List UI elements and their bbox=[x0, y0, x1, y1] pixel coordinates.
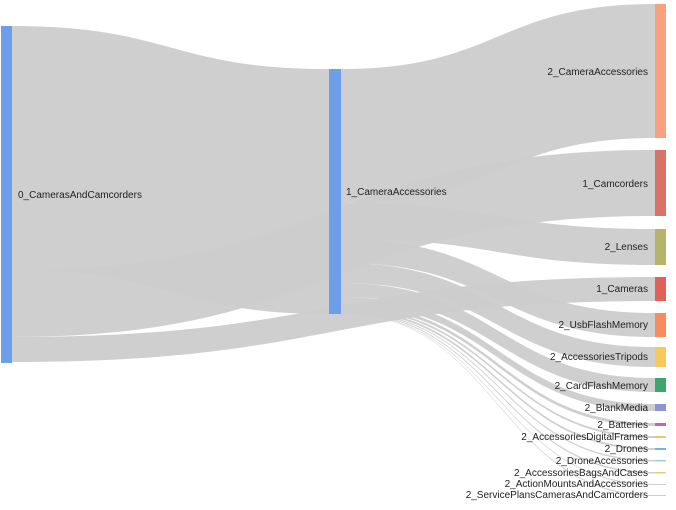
label-drones: 2_Drones bbox=[605, 444, 648, 455]
node-camera-accessories-level2[interactable] bbox=[655, 4, 666, 138]
label-accessories-digital-frames: 2_AccessoriesDigitalFrames bbox=[521, 432, 648, 443]
label-camcorders: 1_Camcorders bbox=[582, 179, 648, 190]
label-action-mounts-and-accessories: 2_ActionMountsAndAccessories bbox=[505, 479, 648, 490]
label-card-flash-memory: 2_CardFlashMemory bbox=[555, 381, 648, 392]
sankey-nodes bbox=[1, 4, 666, 496]
node-usb-flash-memory[interactable] bbox=[655, 313, 666, 337]
sankey-links bbox=[12, 4, 655, 496]
link-camera-accessories-to-usb-flash-memory[interactable] bbox=[341, 239, 655, 337]
label-camera-accessories-level1: 1_CameraAccessories bbox=[346, 187, 447, 198]
node-drone-accessories[interactable] bbox=[655, 460, 666, 462]
link-camera-accessories-to-accessories-digital-frames[interactable] bbox=[341, 307, 655, 438]
link-cameras-and-camcorders-to-cameras[interactable] bbox=[12, 277, 655, 362]
link-camera-accessories-to-action-mounts-and-accessories[interactable] bbox=[341, 313, 655, 485]
label-batteries: 2_Batteries bbox=[597, 420, 648, 431]
link-camera-accessories-to-drone-accessories[interactable] bbox=[341, 311, 655, 462]
label-cameras: 1_Cameras bbox=[596, 284, 648, 295]
node-batteries[interactable] bbox=[655, 423, 666, 426]
label-drone-accessories: 2_DroneAccessories bbox=[556, 456, 648, 467]
label-blank-media: 2_BlankMedia bbox=[585, 403, 649, 414]
node-accessories-tripods[interactable] bbox=[655, 347, 666, 367]
node-drones[interactable] bbox=[655, 448, 666, 450]
label-accessories-bags-and-cases: 2_AccessoriesBagsAndCases bbox=[514, 468, 648, 479]
link-camera-accessories-to-service-plans[interactable] bbox=[341, 313, 655, 496]
node-cameras-and-camcorders[interactable] bbox=[1, 26, 12, 363]
link-camera-accessories-to-drones[interactable] bbox=[341, 309, 655, 450]
label-cameras-and-camcorders: 0_CamerasAndCamcorders bbox=[18, 190, 142, 201]
node-accessories-digital-frames[interactable] bbox=[655, 436, 666, 438]
link-camera-accessories-to-2-camera-accessories[interactable] bbox=[341, 4, 655, 203]
node-action-mounts-and-accessories[interactable] bbox=[655, 484, 666, 485]
node-card-flash-memory[interactable] bbox=[655, 378, 666, 392]
link-camera-accessories-to-card-flash-memory[interactable] bbox=[341, 283, 655, 392]
link-camera-accessories-to-accessories-bags-and-cases[interactable] bbox=[341, 312, 655, 474]
link-camera-accessories-to-lenses[interactable] bbox=[341, 203, 655, 265]
label-lenses: 2_Lenses bbox=[605, 242, 648, 253]
node-accessories-bags-and-cases[interactable] bbox=[655, 472, 666, 474]
node-service-plans[interactable] bbox=[655, 495, 666, 496]
node-camcorders[interactable] bbox=[655, 150, 666, 216]
node-cameras[interactable] bbox=[655, 277, 666, 301]
node-blank-media[interactable] bbox=[655, 404, 666, 411]
label-service-plans: 2_ServicePlansCamerasAndCamcorders bbox=[466, 490, 648, 501]
link-camera-accessories-to-batteries[interactable] bbox=[341, 304, 655, 426]
link-camera-accessories-to-blank-media[interactable] bbox=[341, 297, 655, 411]
label-accessories-tripods: 2_AccessoriesTripods bbox=[550, 352, 648, 363]
link-camera-accessories-to-accessories-tripods[interactable] bbox=[341, 263, 655, 367]
sankey-labels: 0_CamerasAndCamcorders 1_CameraAccessori… bbox=[18, 67, 648, 501]
node-lenses[interactable] bbox=[655, 229, 666, 265]
node-camera-accessories-level1[interactable] bbox=[329, 69, 341, 314]
label-usb-flash-memory: 2_UsbFlashMemory bbox=[559, 320, 648, 331]
label-camera-accessories-level2: 2_CameraAccessories bbox=[547, 67, 648, 78]
